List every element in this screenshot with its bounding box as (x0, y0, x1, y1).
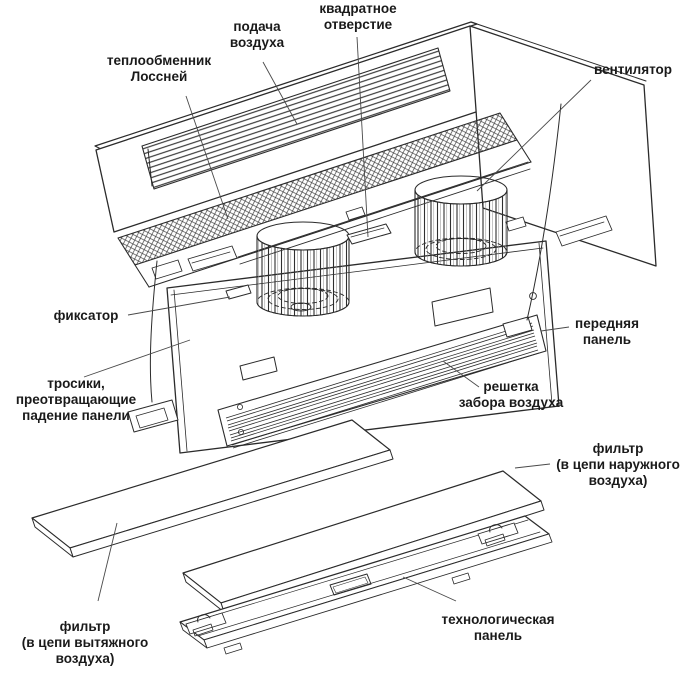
label-line: отверстие (324, 17, 393, 32)
label-line: вентилятор (594, 62, 672, 77)
leader-front-panel (540, 326, 570, 332)
panel-screw (236, 403, 243, 410)
service-panel-latch-right (477, 522, 519, 547)
main-unit (94, 21, 657, 288)
fan-clip (345, 206, 366, 221)
panel-cutout-large (431, 287, 494, 327)
panel-latch-right (502, 316, 533, 338)
supply-louver-grille (141, 47, 451, 190)
intake-grille (217, 314, 547, 449)
label-heat-exchanger: теплообменник Лоссней (107, 53, 211, 84)
label-line: Лоссней (131, 69, 188, 84)
panel-latch-left (127, 399, 179, 433)
label-line: воздуха (230, 35, 285, 50)
unit-right-face (469, 21, 657, 267)
leader-lines (83, 36, 592, 602)
square-hole-plate (345, 206, 392, 245)
safety-wire-left (149, 260, 158, 403)
label-line: фильтр (60, 619, 111, 634)
safety-wires (149, 103, 562, 403)
label-intake-grille: решетка забора воздуха (459, 379, 564, 410)
leader-square-hole (356, 36, 369, 238)
panel-cutout-small (239, 356, 278, 381)
label-line: фиксатор (54, 308, 119, 323)
label-line: квадратное (319, 1, 397, 16)
label-filter-exhaust: фильтр (в цепи вытяжного воздуха) (22, 619, 149, 666)
wire-coil (529, 292, 537, 300)
filter-exhaust-part (31, 419, 394, 558)
fixator-latch (225, 284, 252, 300)
leader-filter-outdoor (514, 463, 551, 469)
leader-air-supply (262, 61, 298, 125)
unit-lower-frame (134, 139, 613, 288)
label-line: решетка (483, 379, 539, 394)
service-panel-foot (223, 642, 243, 655)
label-fixator: фиксатор (54, 308, 119, 323)
label-front-panel: передняя панель (575, 316, 639, 347)
labels: квадратное отверстие подача воздуха тепл… (16, 1, 680, 666)
service-panel-part (179, 515, 553, 655)
label-line: подача (233, 19, 281, 34)
safety-wire-right (526, 103, 562, 321)
label-air-supply: подача воздуха (230, 19, 285, 50)
label-line: технологическая (442, 612, 555, 627)
fan-right (414, 175, 508, 267)
service-panel-latch-left (185, 612, 227, 637)
label-service-panel: технологическая панель (442, 612, 555, 643)
label-line: тросики, (47, 376, 105, 391)
leader-service-panel (402, 576, 457, 602)
leader-intake-grille (442, 360, 480, 388)
leader-fixator (127, 296, 231, 316)
label-square-hole: квадратное отверстие (319, 1, 397, 32)
label-line: теплообменник (107, 53, 211, 68)
label-line: падение панели (22, 408, 130, 423)
frame-step (555, 215, 613, 247)
fan-hub (290, 302, 312, 312)
frame-bracket (151, 259, 183, 280)
frame-bracket (187, 245, 238, 272)
label-safety-cables: тросики, преотвращающие падение панели (16, 376, 137, 423)
service-panel-hole (329, 573, 372, 596)
label-line: передняя (575, 316, 639, 331)
label-filter-outdoor: фильтр (в цепи наружного воздуха) (556, 441, 680, 488)
label-fan: вентилятор (594, 62, 672, 77)
leader-heat-exchanger (185, 95, 229, 220)
leader-fan (476, 79, 592, 192)
label-line: (в цепи вытяжного (22, 635, 149, 650)
label-line: преотвращающие (16, 392, 137, 407)
label-line: панель (474, 628, 522, 643)
leader-filter-exhaust (97, 522, 118, 602)
label-line: воздуха) (589, 473, 648, 488)
label-line: воздуха) (56, 651, 115, 666)
label-line: фильтр (593, 441, 644, 456)
label-line: панель (583, 332, 631, 347)
panel-screw (237, 428, 244, 435)
service-panel-foot (451, 572, 471, 585)
right-face-slot (505, 216, 527, 232)
leader-safety-cables (83, 339, 191, 378)
label-line: забора воздуха (459, 395, 564, 410)
fan-left (256, 221, 350, 317)
label-line: (в цепи наружного (556, 457, 680, 472)
